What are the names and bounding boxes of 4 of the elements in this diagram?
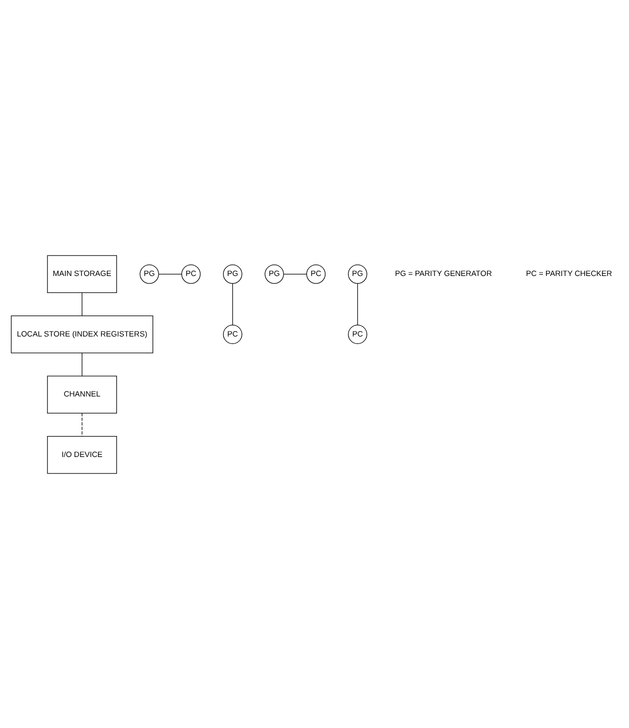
connector <box>232 282 233 325</box>
connector <box>357 282 358 325</box>
connector <box>283 273 307 274</box>
connector <box>158 273 182 274</box>
